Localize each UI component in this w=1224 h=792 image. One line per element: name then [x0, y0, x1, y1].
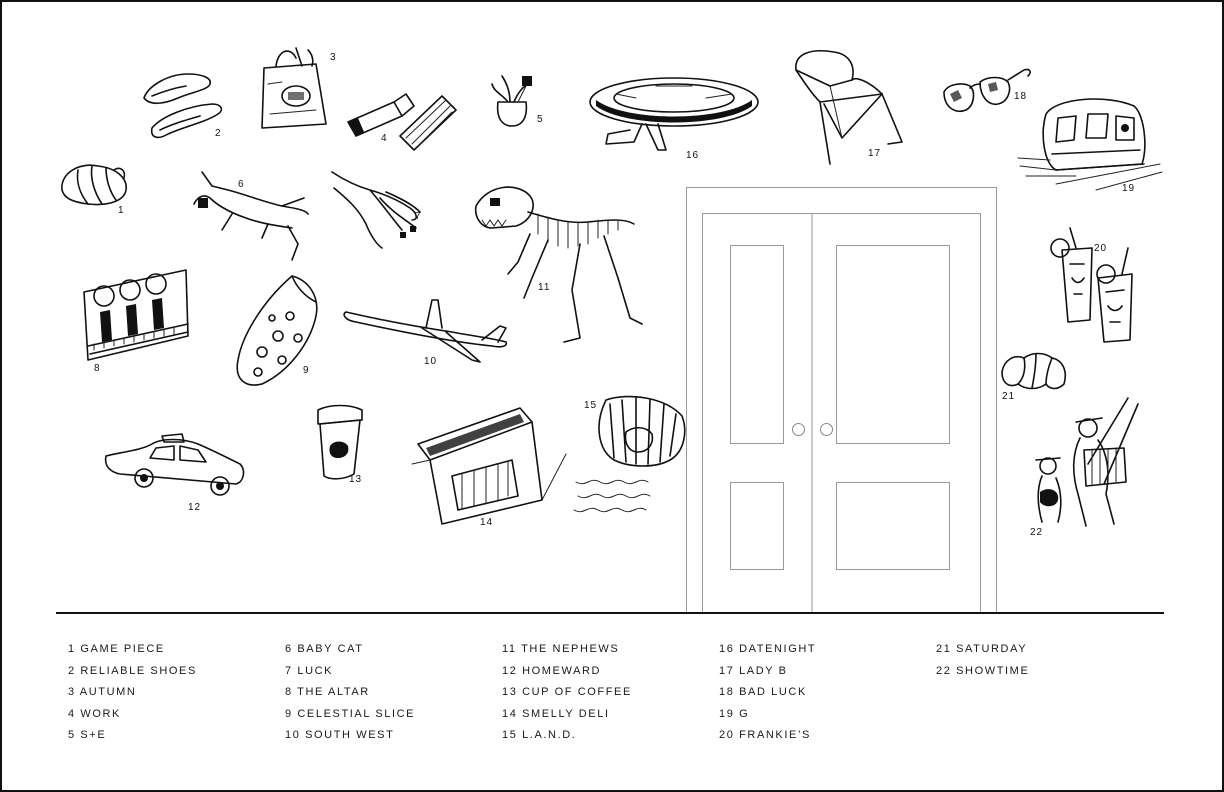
illustration-number: 5 [537, 114, 544, 125]
legend-item: 11 THE NEPHEWS [502, 643, 620, 655]
legend-item: 21 SATURDAY [936, 643, 1028, 655]
airplane-icon [342, 292, 512, 377]
legend-item: 16 DATENIGHT [719, 643, 817, 655]
subway-train-icon [1016, 94, 1163, 199]
illustration-number: 1 [118, 205, 125, 216]
illustration-number: 21 [1002, 391, 1016, 402]
grocery-bag-icon [256, 44, 332, 135]
illustration-number: 9 [303, 365, 310, 376]
legend-item: 18 BAD LUCK [719, 686, 807, 698]
legend-column: 16 DATENIGHT 17 LADY B 18 BAD LUCK 19 G … [719, 642, 929, 750]
legend-item: 22 SHOWTIME [936, 664, 1030, 677]
seashell-icon [58, 160, 130, 213]
legend-item: 20 FRANKIE’S [719, 729, 811, 741]
legend-item: 7 LUCK [285, 664, 334, 677]
legend-item: 14 SMELLY DELI [502, 707, 610, 720]
dinosaur-skeleton-icon [468, 178, 644, 349]
musicians-icon [1028, 394, 1144, 537]
left-door-knob [792, 423, 805, 436]
illustration-number: 18 [1014, 91, 1028, 102]
legend-item: 2 RELIABLE SHOES [68, 664, 197, 677]
portrait-icon [570, 392, 688, 529]
pizza-slice-icon [232, 272, 324, 395]
legend-item: 6 BABY CAT [285, 643, 364, 655]
starship-icon [586, 72, 762, 163]
legend-column: 11 THE NEPHEWS 12 HOMEWARD 13 CUP OF COF… [502, 642, 712, 750]
church-facade-icon [80, 258, 194, 369]
shoes-icon [138, 68, 228, 153]
illustration-number: 20 [1094, 243, 1108, 254]
cat-icon [188, 168, 314, 269]
right-door-knob [820, 423, 833, 436]
legend-item: 13 CUP OF COFFEE [502, 686, 632, 698]
chair-icon [790, 46, 908, 173]
legend-item: 5 S+E [68, 729, 107, 741]
legend-item: 12 HOMEWARD [502, 664, 602, 677]
legend-item: 10 SOUTH WEST [285, 729, 395, 741]
illustration-number: 16 [686, 150, 700, 161]
illustration-number: 3 [330, 52, 337, 63]
legend-item: 1 GAME PIECE [68, 643, 165, 655]
lipstick-icon [342, 88, 458, 159]
legend-column: 6 BABY CAT 7 LUCK 8 THE ALTAR 9 CELESTIA… [285, 642, 495, 750]
illustration-number: 7 [415, 211, 422, 222]
illustration-number: 6 [238, 179, 245, 190]
double-door [686, 187, 998, 618]
divider-line [56, 612, 1164, 614]
taxi-icon [102, 430, 248, 501]
deli-storefront-icon [411, 404, 568, 535]
illustration-number: 15 [584, 400, 598, 411]
illustration-number: 17 [868, 148, 882, 159]
legend-column: 1 GAME PIECE 2 RELIABLE SHOES 3 AUTUMN 4… [68, 642, 278, 750]
potted-plant-icon [488, 74, 538, 135]
legend-column: 21 SATURDAY 22 SHOWTIME [936, 642, 1146, 685]
legend-item: 4 WORK [68, 707, 121, 720]
illustration-number: 19 [1122, 183, 1136, 194]
illustration-number: 4 [381, 133, 388, 144]
hand-icon [326, 168, 422, 257]
tiki-drinks-icon [1046, 224, 1142, 351]
illustration-number: 2 [215, 128, 222, 139]
illustration-number: 22 [1030, 527, 1044, 538]
legend-item: 8 THE ALTAR [285, 686, 370, 698]
illustration-number: 10 [424, 356, 438, 367]
legend-item: 3 AUTUMN [68, 686, 137, 698]
legend-item: 19 G [719, 707, 750, 720]
legend-item: 15 L.A.N.D. [502, 729, 577, 741]
croissant-icon [998, 350, 1070, 401]
illustration-number: 8 [94, 363, 101, 374]
sunglasses-icon [940, 66, 1036, 127]
illustration-number: 12 [188, 502, 202, 513]
illustration-number: 14 [480, 517, 494, 528]
legend-item: 17 LADY B [719, 664, 788, 677]
legend: 1 GAME PIECE 2 RELIABLE SHOES 3 AUTUMN 4… [68, 642, 1168, 762]
coffee-cup-icon [304, 402, 366, 487]
legend-item: 9 CELESTIAL SLICE [285, 707, 416, 720]
illustration-number: 11 [538, 282, 551, 293]
illustration-number: 13 [349, 474, 363, 485]
